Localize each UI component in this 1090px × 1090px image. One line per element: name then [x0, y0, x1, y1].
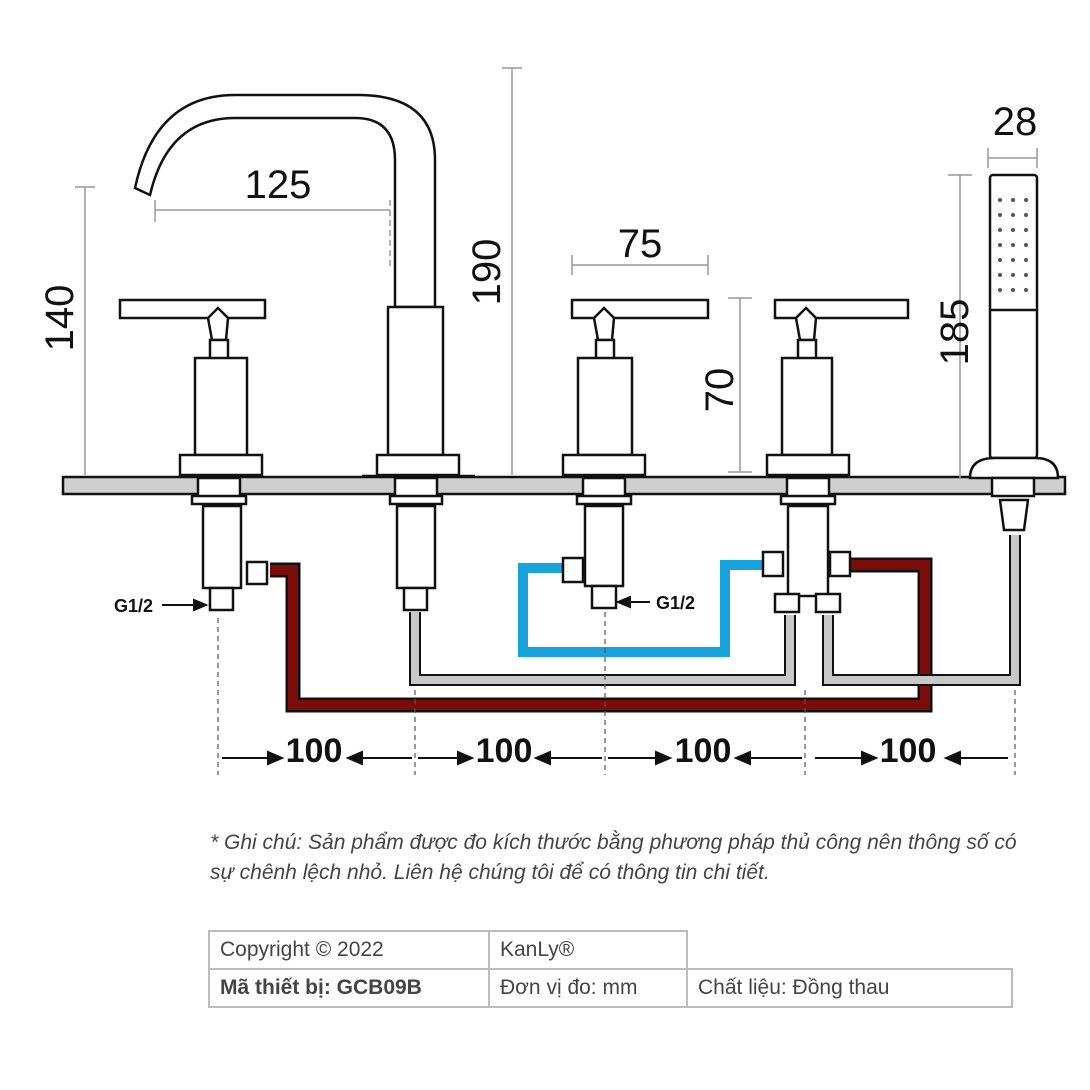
mixed-pipe-spout [409, 612, 796, 686]
dimension-lines [75, 67, 1038, 478]
material: Chất liệu: Đồng thau [686, 968, 1013, 1008]
arrow-right-icon [162, 598, 209, 612]
handshower [968, 173, 1060, 532]
info-table: Copyright © 2022 KanLy® Mã thiết bị: GCB… [208, 930, 1013, 1008]
dim-spout-height: 190 [465, 239, 509, 306]
cold-valve-handle [561, 298, 710, 610]
center-lines [217, 612, 1016, 775]
model-code: Mã thiết bị: GCB09B [208, 968, 490, 1008]
spacing-4: 100 [880, 732, 937, 770]
dim-handle-height: 140 [38, 285, 82, 352]
spray-holes-icon [998, 198, 1028, 292]
spacing-3: 100 [675, 732, 732, 770]
dim-handle-width: 75 [618, 222, 663, 266]
brand: KanLy® [488, 930, 688, 970]
inlet-label-left: G1/2 [114, 596, 153, 616]
spacing-arrows [222, 750, 1008, 766]
inlet-label-center: G1/2 [656, 593, 695, 613]
arrow-left-icon [615, 595, 650, 609]
diverter-valve-handle [761, 298, 910, 614]
faucet-diagram: 125 140 190 75 70 185 28 100 100 100 100… [38, 67, 1067, 775]
spacing-2: 100 [476, 732, 533, 770]
hot-valve-handle [118, 298, 269, 612]
unit: Đơn vị đo: mm [488, 968, 688, 1008]
empty-cell [687, 931, 1012, 970]
measurement-note: * Ghi chú: Sản phẩm được đo kích thước b… [210, 831, 1017, 884]
spacing-1: 100 [286, 732, 343, 770]
copyright: Copyright © 2022 [208, 930, 490, 970]
dim-valve-height: 70 [698, 368, 742, 413]
spout [133, 93, 475, 612]
dim-handshower-width: 28 [993, 100, 1038, 144]
dim-spout-reach: 125 [245, 163, 312, 207]
dim-handshower-height: 185 [933, 299, 977, 366]
